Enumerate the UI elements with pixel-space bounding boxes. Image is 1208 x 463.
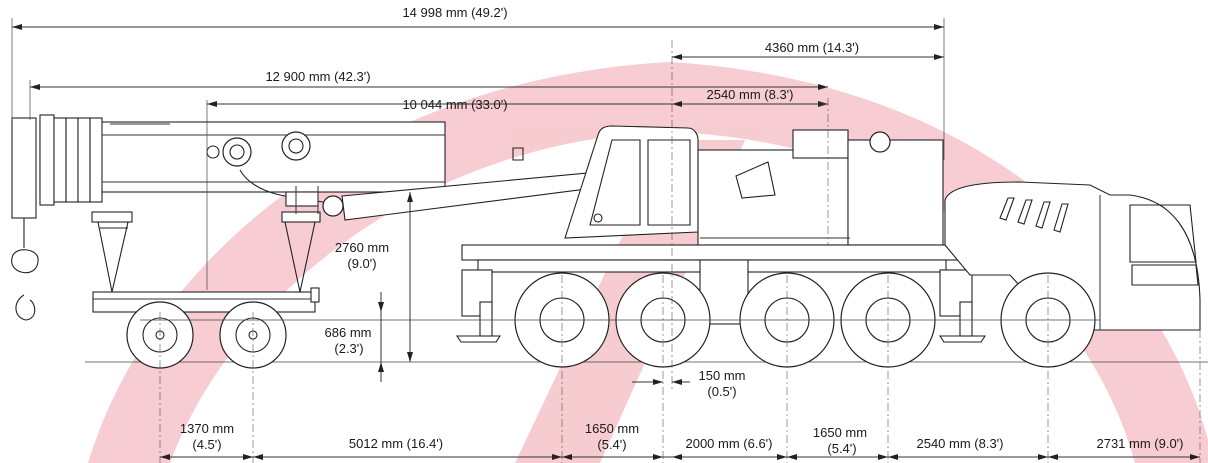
dim-axle-spacing-3-ft: (5.4') xyxy=(827,441,856,456)
dim-front-to-axle: 2731 mm (9.0') xyxy=(1096,436,1183,451)
dim-dolly-height-ft: (9.0') xyxy=(347,256,376,271)
dim-rotation-to-front: 2540 mm (8.3') xyxy=(706,87,793,102)
dim-offset-ft: (0.5') xyxy=(707,384,736,399)
dimension-labels: 14 998 mm (49.2') 4360 mm (14.3') 12 900… xyxy=(180,5,1184,456)
superstructure xyxy=(564,98,944,250)
dim-overall-length: 14 998 mm (49.2') xyxy=(402,5,507,20)
dim-ground-clearance-ft: (2.3') xyxy=(334,341,363,356)
crane-boom xyxy=(11,114,524,321)
dim-dolly-axle-ft: (4.5') xyxy=(192,437,221,452)
dim-dolly-to-carrier: 5012 mm (16.4') xyxy=(349,436,443,451)
carrier-cab xyxy=(944,181,1201,331)
dim-offset-mm: 150 mm xyxy=(699,368,746,383)
dim-dolly-height-mm: 2760 mm xyxy=(335,240,389,255)
dim-boom-length: 12 900 mm (42.3') xyxy=(265,69,370,84)
dim-boom-base: 10 044 mm (33.0') xyxy=(402,97,507,112)
axle-centerlines xyxy=(140,40,1201,463)
dim-dolly-axle-mm: 1370 mm xyxy=(180,421,234,436)
dimension-lines xyxy=(12,24,1200,460)
dim-axle-spacing-4: 2540 mm (8.3') xyxy=(916,436,1003,451)
dim-axle-spacing-2: 2000 mm (6.6') xyxy=(685,436,772,451)
dim-front-overhang: 4360 mm (14.3') xyxy=(765,40,859,55)
dim-axle-spacing-3-mm: 1650 mm xyxy=(813,425,867,440)
dim-axle-spacing-1-mm: 1650 mm xyxy=(585,421,639,436)
dim-ground-clearance-mm: 686 mm xyxy=(325,325,372,340)
dim-axle-spacing-1-ft: (5.4') xyxy=(597,437,626,452)
